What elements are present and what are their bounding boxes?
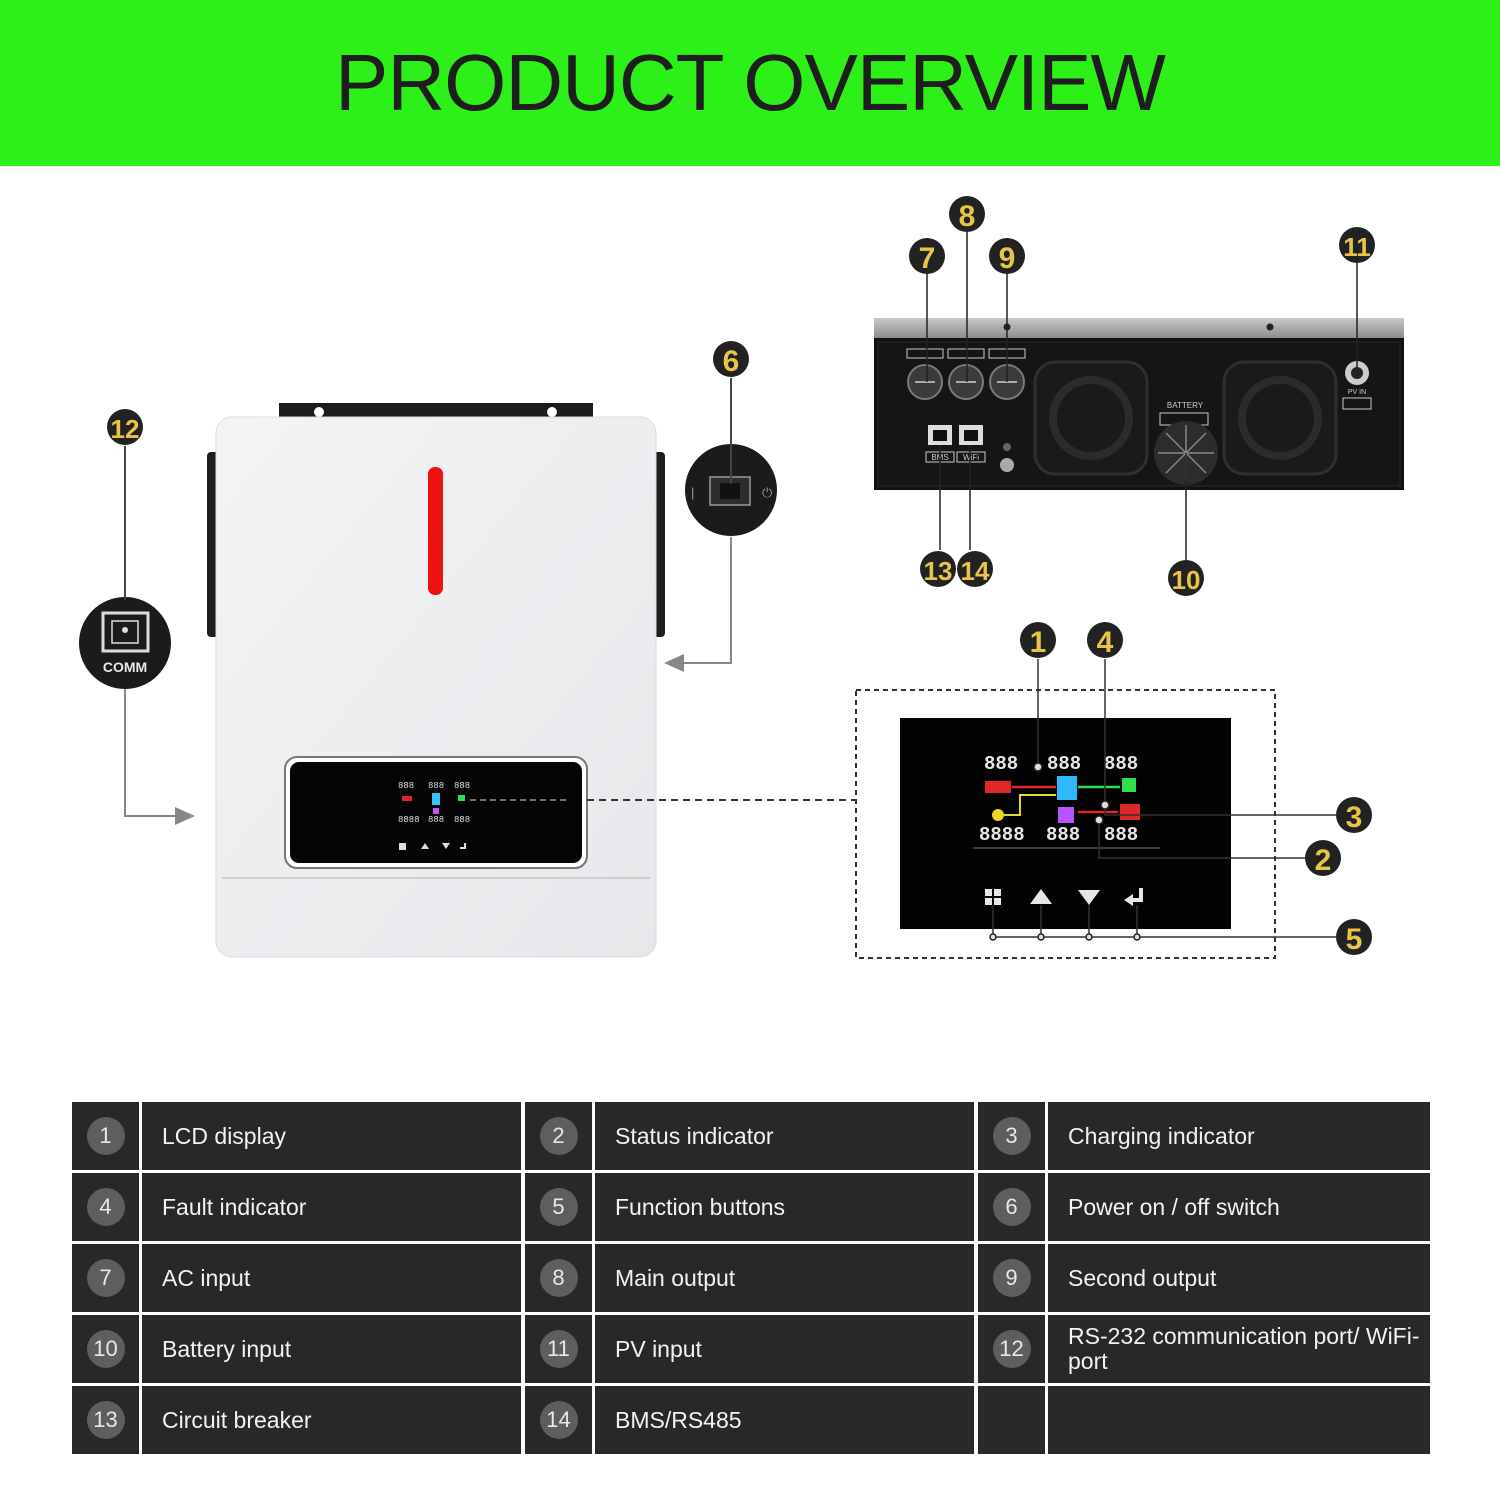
legend-label: Function buttons [595,1173,974,1241]
legend-row: 13 Circuit breaker 14 BMS/RS485 [72,1386,1432,1454]
svg-text:888: 888 [984,753,1018,775]
legend-number: 12 [992,1330,1031,1368]
svg-text:10: 10 [1172,565,1201,595]
svg-text:2: 2 [1315,844,1332,877]
power-switch-detail: | ⏻ [685,444,777,536]
svg-text:888: 888 [1046,824,1080,846]
legend-number: 11 [539,1330,578,1368]
legend-number: 4 [86,1188,125,1226]
svg-text:888: 888 [398,781,414,791]
legend-label: Fault indicator [142,1173,521,1241]
legend-row: 10 Battery input 11 PV input 12 RS-232 comm… [72,1315,1432,1383]
status-light-bar [428,467,443,595]
svg-text:888: 888 [1104,753,1138,775]
callout-6: 6 [713,341,749,378]
legend-label: PV input [595,1315,974,1383]
legend-number: 1 [86,1117,125,1155]
legend-label: Charging indicator [1048,1102,1430,1170]
legend-label: Status indicator [595,1102,974,1170]
legend-number: 13 [86,1401,125,1439]
battery-label: BATTERY [1167,401,1204,410]
svg-text:888: 888 [1104,824,1138,846]
legend-number: 3 [992,1117,1031,1155]
legend-label: Battery input [142,1315,521,1383]
svg-text:6: 6 [723,345,740,378]
legend-label: BMS/RS485 [595,1386,974,1454]
callout-3: 3 [1336,797,1372,834]
callout-11: 11 [1339,227,1375,263]
callout-14: 14 [957,551,993,587]
svg-text:5: 5 [1346,923,1363,956]
callout-5: 5 [1336,919,1372,956]
svg-text:12: 12 [111,414,140,444]
legend-number: 8 [539,1259,578,1297]
svg-text:8888: 8888 [979,824,1025,846]
svg-text:888: 888 [454,781,470,791]
svg-text:14: 14 [961,556,990,586]
wifi-port-label: WiFi [963,453,979,462]
legend-label: Main output [595,1244,974,1312]
svg-text:1: 1 [1030,626,1047,659]
callout-2: 2 [1305,840,1341,877]
comm-port-detail: COMM [79,597,171,689]
legend-number: 9 [992,1259,1031,1297]
legend-row: 4 Fault indicator 5 Function buttons 6 Powe… [72,1173,1432,1241]
callout-12: 12 [107,409,143,445]
legend-table: 1 LCD display 2 Status indicator 3 Charging… [72,1102,1432,1457]
pv-label: PV IN [1348,389,1366,396]
legend-label: Second output [1048,1244,1430,1312]
svg-text:|: | [691,485,694,500]
legend-label: Power on / off switch [1048,1173,1430,1241]
callout-9: 9 [989,238,1025,275]
svg-text:888: 888 [1047,753,1081,775]
svg-text:8: 8 [959,200,976,233]
svg-text:13: 13 [924,556,953,586]
callout-10: 10 [1168,560,1204,596]
page-title: PRODUCT OVERVIEW [334,38,1166,127]
comm-label: COMM [103,659,147,675]
callout-7: 7 [909,238,945,275]
inverter-bottom-view: BMS WiFi BATTERY PV IN [874,318,1404,490]
legend-number: 7 [86,1259,125,1297]
legend-number: 5 [539,1188,578,1226]
svg-text:3: 3 [1346,801,1363,834]
svg-text:⏻: ⏻ [762,485,772,500]
svg-text:11: 11 [1343,232,1371,262]
legend-number [993,1401,1031,1439]
legend-label: AC input [142,1244,521,1312]
callout-4: 4 [1087,622,1123,659]
svg-text:888: 888 [428,815,444,825]
legend-row: 1 LCD display 2 Status indicator 3 Charging… [72,1102,1432,1170]
legend-row: 7 AC input 8 Main output 9 Second output [72,1244,1432,1312]
legend-number: 14 [539,1401,578,1439]
title-banner: PRODUCT OVERVIEW [0,0,1500,166]
legend-label: RS-232 communication port/ WiFi-port [1048,1315,1430,1383]
svg-text:888: 888 [428,781,444,791]
svg-text:7: 7 [919,242,936,275]
legend-number: 10 [86,1330,125,1368]
legend-label: LCD display [142,1102,521,1170]
legend-label [1048,1386,1430,1454]
svg-text:8888: 8888 [398,815,420,825]
legend-label: Circuit breaker [142,1386,521,1454]
callout-13: 13 [920,551,956,587]
svg-text:4: 4 [1097,626,1114,659]
svg-text:888: 888 [454,815,470,825]
legend-number: 6 [992,1188,1031,1226]
callout-8: 8 [949,196,985,233]
callout-1: 1 [1020,622,1056,659]
svg-text:9: 9 [999,242,1016,275]
legend-number: 2 [539,1117,578,1155]
